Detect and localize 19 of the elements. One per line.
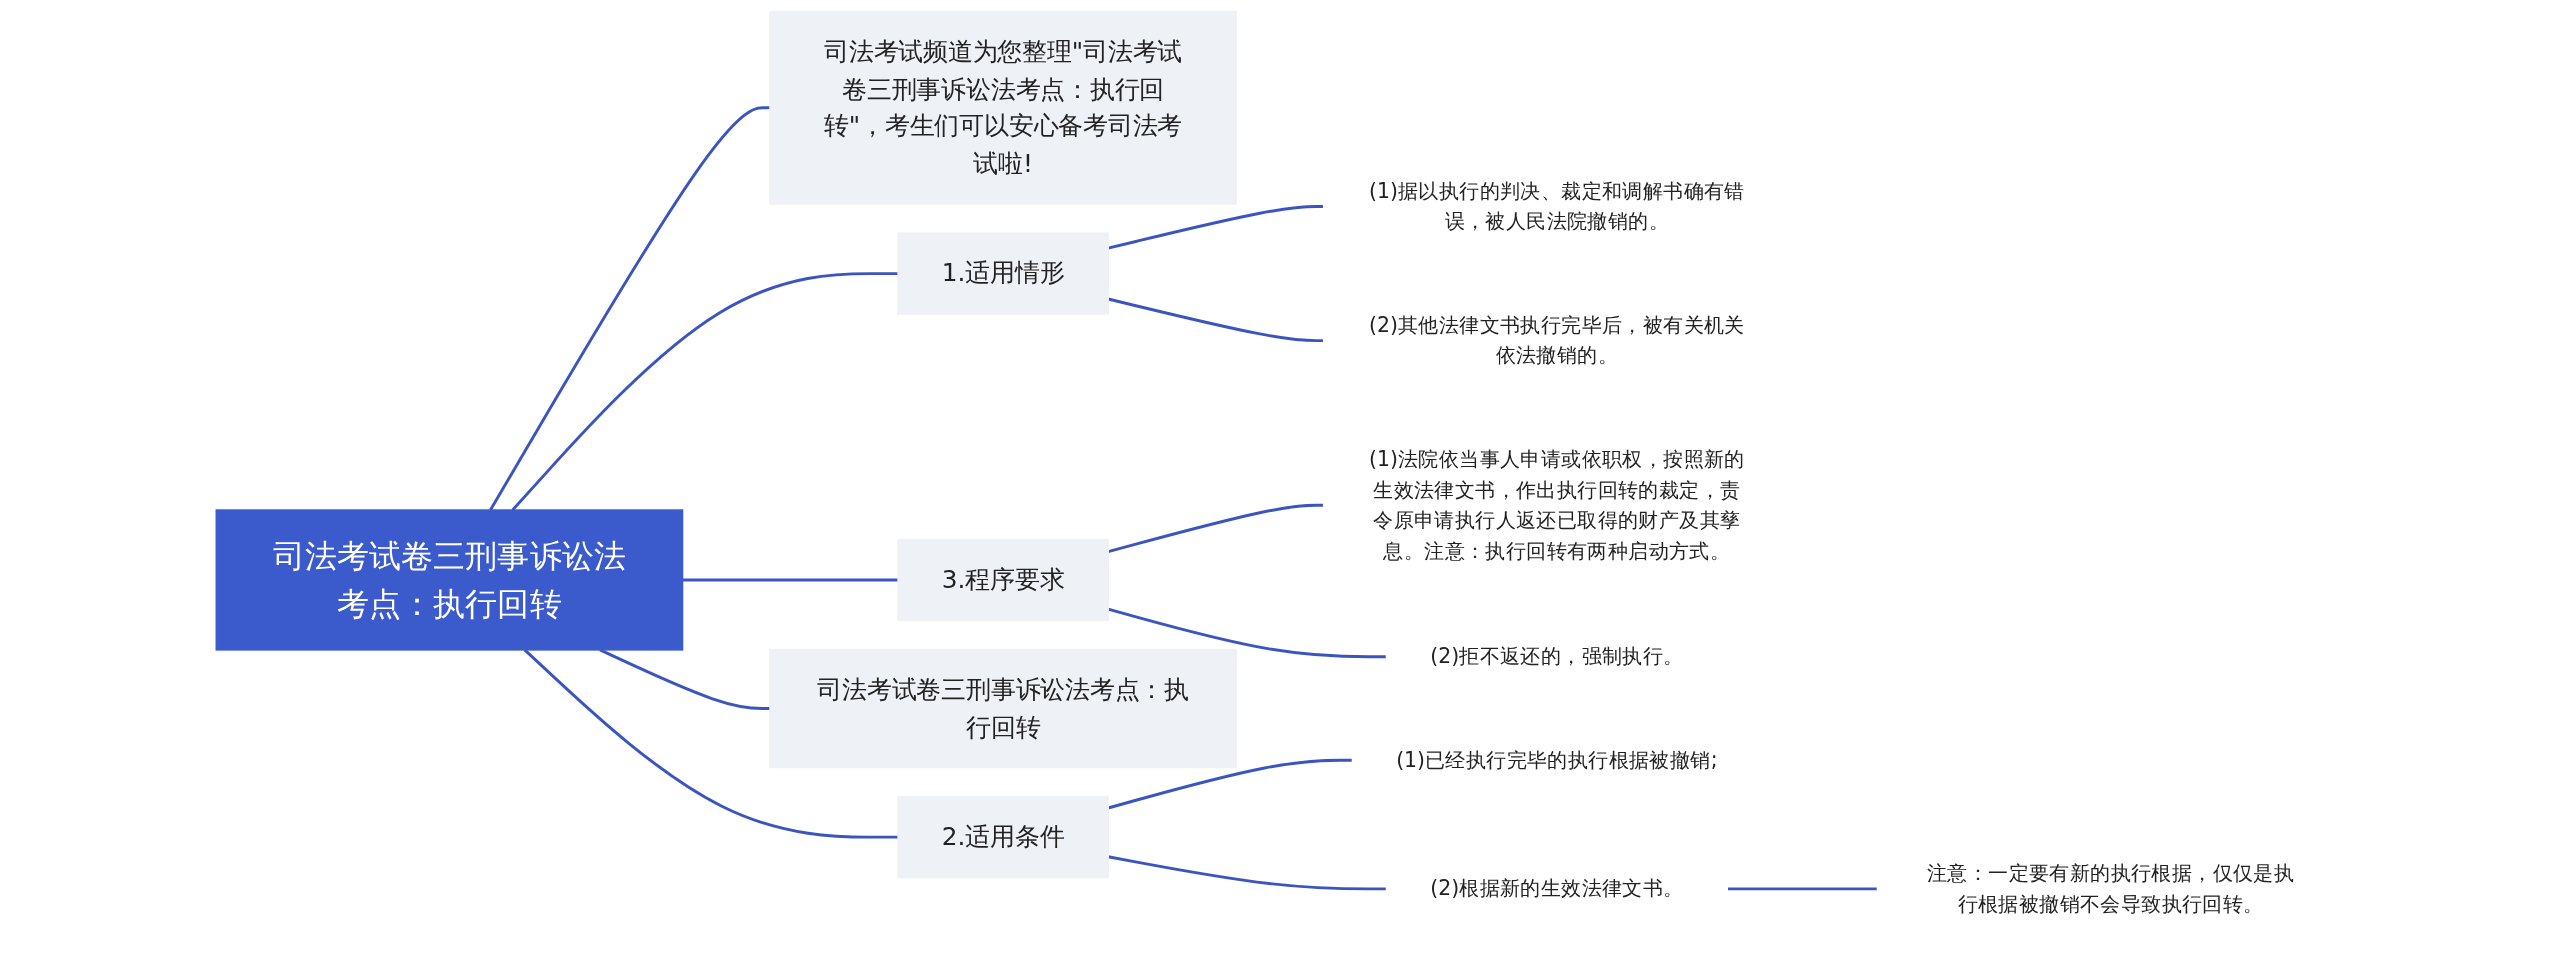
node-text: (1)已经执行完毕的执行根据被撤销; — [1396, 747, 1718, 772]
node-box: 司法考试卷三刑事诉讼法考点：执行回转 — [215, 509, 684, 651]
node-box: 司法考试卷三刑事诉讼法考点：执行回转 — [769, 648, 1237, 769]
node-text: (1)法院依当事人申请或依职权，按照新的生效法律文书，作出执行回转的裁定，责令原申请执行人返还已取得的财产及其孳息。注意：执行回转有两种启动方式。 — [1369, 446, 1745, 563]
node-text: (2)拒不返还的，强制执行。 — [1430, 644, 1684, 668]
node-box: 2.适用条件 — [897, 796, 1109, 879]
node-box: 1.适用情形 — [897, 232, 1109, 315]
connector — [489, 106, 770, 511]
connector — [599, 648, 770, 710]
node-text: (2)其他法律文书执行完毕后，被有关机关依法撤销的。 — [1369, 312, 1745, 367]
node-text: (2)根据新的生效法律文书。 — [1430, 876, 1684, 900]
connector — [523, 648, 899, 839]
connector — [1727, 887, 1878, 891]
node-text: (1)据以执行的判决、裁定和调解书确有错误，被人民法院撤销的。 — [1369, 178, 1745, 233]
node-box: 3.程序要求 — [897, 538, 1109, 622]
connector — [682, 578, 899, 582]
node-text: 注意：一定要有新的执行根据，仅仅是执行根据被撤销不会导致执行回转。 — [1926, 861, 2295, 916]
node-box: 司法考试频道为您整理"司法考试卷三刑事诉讼法考点：执行回转"，考生们可以安心备考司法考试啦! — [769, 10, 1237, 205]
connector — [511, 272, 899, 511]
